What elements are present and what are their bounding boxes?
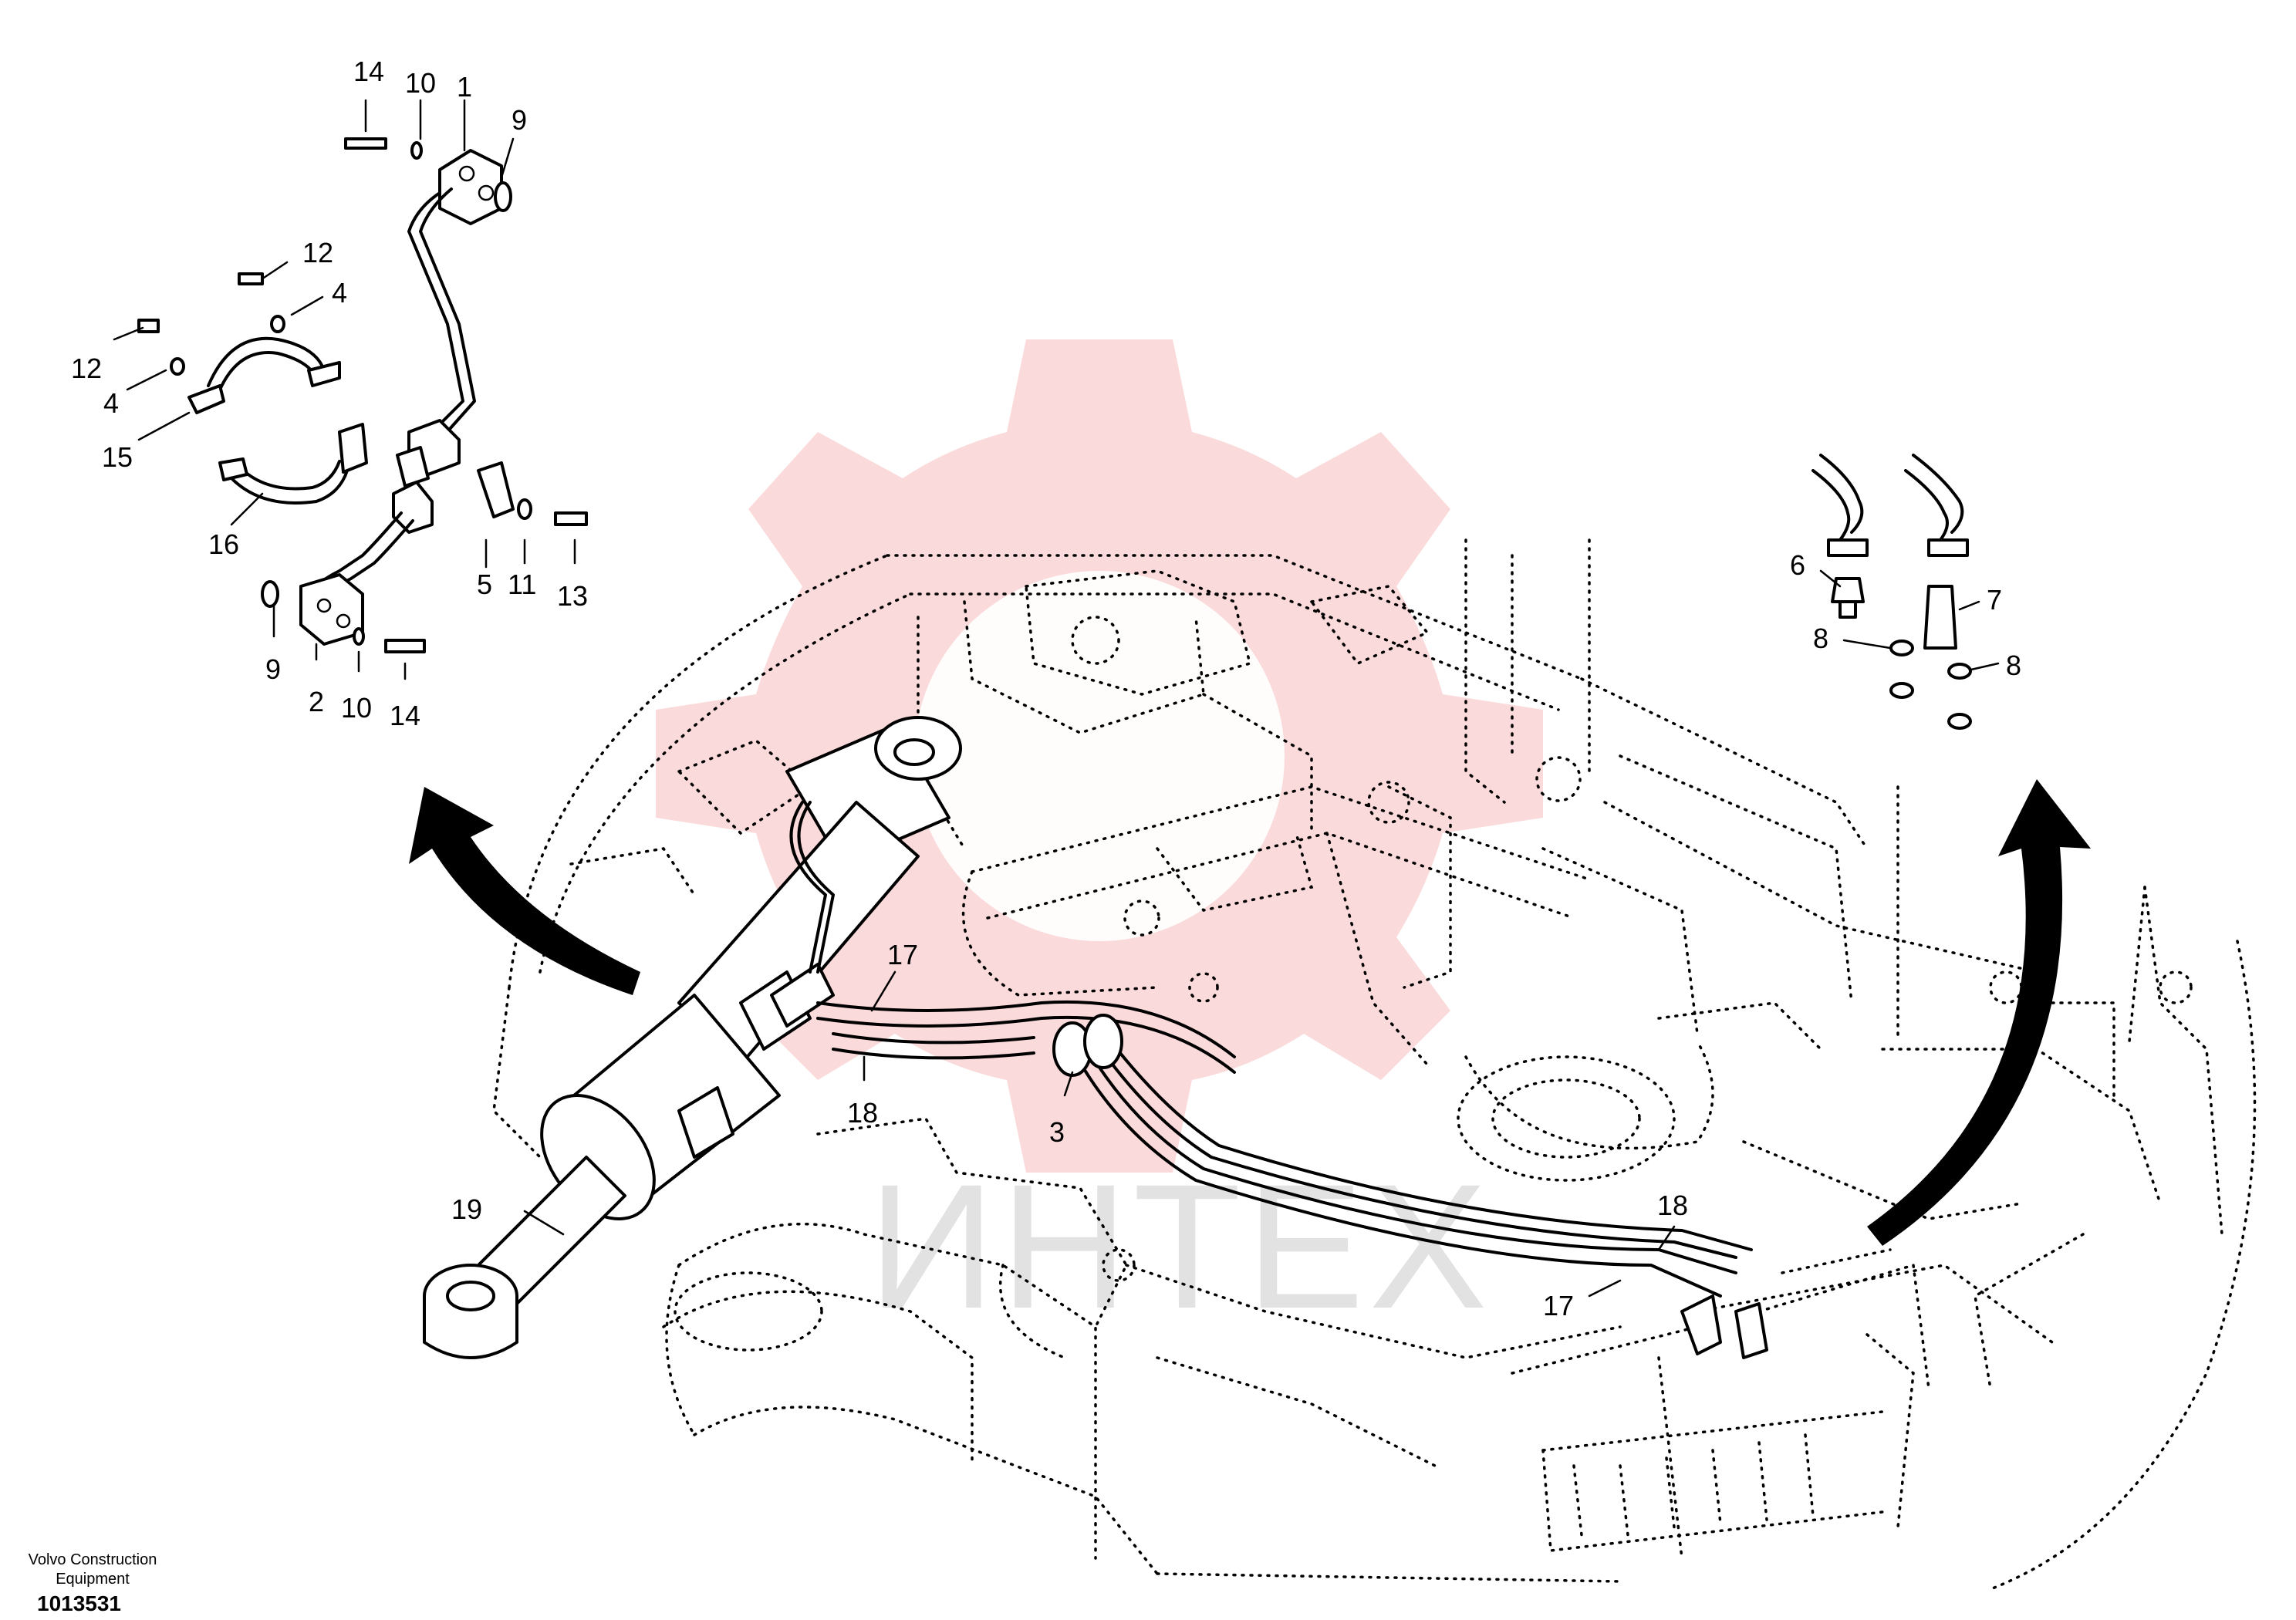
brand-line-2: Equipment (56, 1571, 130, 1588)
callout-18-lower: 18 (1657, 1190, 1688, 1221)
callout-8-left: 8 (1813, 623, 1828, 654)
callout-12-upper: 12 (302, 237, 333, 268)
watermark-text: ИНТЕХ (868, 1147, 1492, 1345)
callout-3: 3 (1049, 1116, 1065, 1148)
callout-4-lower: 4 (103, 387, 119, 419)
callout-12-lower: 12 (71, 353, 102, 384)
arrow-right-icon (1867, 779, 2091, 1246)
callout-17-lower: 17 (1543, 1290, 1574, 1321)
callout-11: 11 (508, 569, 536, 600)
callout-19: 19 (451, 1193, 482, 1225)
callout-17-upper: 17 (887, 939, 918, 970)
callout-2: 2 (309, 686, 324, 717)
leader-lines (113, 99, 2000, 1298)
callout-6: 6 (1790, 549, 1805, 581)
callout-14-bottom: 14 (390, 700, 420, 731)
hoses (816, 1000, 1768, 1359)
callout-10-top: 10 (405, 67, 436, 99)
drawing-number: 1013531 (37, 1591, 121, 1615)
frame-outline (492, 538, 2257, 1591)
pipe-assembly-detail (137, 137, 588, 653)
callout-13: 13 (557, 580, 588, 612)
callout-10-bottom: 10 (341, 692, 372, 724)
title-block: Volvo Construction Equipment 1013531 (29, 1551, 157, 1615)
callout-1: 1 (457, 71, 472, 103)
callout-9-top: 9 (512, 104, 527, 136)
watermark-gear (656, 339, 1543, 1173)
boom-cylinder (423, 716, 962, 1359)
callout-5: 5 (477, 569, 492, 600)
callout-18-upper: 18 (847, 1097, 878, 1129)
fittings-detail (1811, 454, 1972, 730)
callout-16: 16 (208, 528, 239, 560)
brand-line-1: Volvo Construction (29, 1551, 157, 1568)
callout-labels: 14 10 1 9 12 4 12 4 15 16 5 11 13 9 2 10… (71, 56, 2021, 1321)
arrow-left-icon (409, 787, 640, 995)
callout-4-upper: 4 (332, 277, 347, 309)
callout-7: 7 (1987, 584, 2002, 616)
callout-14-top: 14 (353, 56, 384, 87)
callout-9-bottom: 9 (265, 653, 281, 685)
callout-15: 15 (102, 441, 133, 473)
callout-8-right: 8 (2006, 650, 2021, 681)
